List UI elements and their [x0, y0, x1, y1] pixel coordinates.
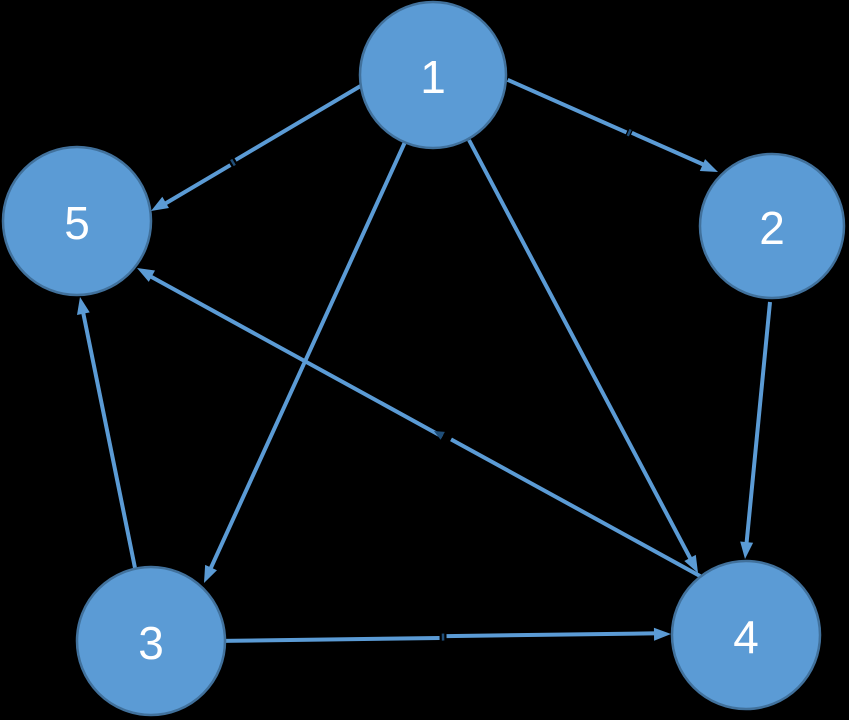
graph-node-4 — [670, 559, 822, 711]
graph-node-label-5: 5 — [64, 197, 90, 249]
edge-arrowhead-1-4 — [684, 554, 698, 573]
edge-line-3-4 — [446, 631, 659, 639]
edge-arrowhead-3-4 — [653, 627, 671, 641]
edge-line-4-5 — [450, 437, 702, 578]
edge-line-3-5 — [80, 309, 137, 569]
graph-node-label-3: 3 — [138, 617, 164, 669]
edge-line-1-4 — [467, 139, 694, 563]
edge-line-1-5 — [234, 82, 365, 162]
edge-line-1-5 — [161, 163, 232, 208]
edge-arrowhead-1-3 — [204, 564, 217, 583]
edge-line-3-4 — [223, 636, 440, 643]
edge-arrowhead-4-5 — [137, 268, 156, 282]
edge-arrowhead-1-5 — [151, 196, 169, 211]
edge-arrowhead-3-5 — [77, 297, 90, 315]
graph-node-2 — [698, 152, 846, 300]
edge-arrowhead-1-2 — [699, 159, 718, 172]
graph-node-label-4: 4 — [733, 611, 759, 663]
graph-node-label-1: 1 — [420, 51, 446, 103]
graph-node-3 — [75, 565, 227, 717]
graph-node-1 — [358, 0, 508, 150]
edge-line-1-3 — [207, 141, 407, 573]
edge-junction-tick-1-2 — [626, 128, 632, 137]
graph-node-5 — [1, 145, 153, 297]
edge-junction-tick-1-5 — [230, 158, 236, 167]
edge-arrowhead-2-4 — [740, 541, 754, 559]
edge-line-2-4 — [744, 301, 772, 547]
edge-line-1-2 — [506, 77, 628, 135]
edge-mid-arrowhead-4-5 — [433, 430, 445, 440]
edge-line-4-5 — [146, 273, 444, 439]
edge-line-1-2 — [631, 131, 708, 168]
graph-node-label-2: 2 — [759, 202, 785, 254]
